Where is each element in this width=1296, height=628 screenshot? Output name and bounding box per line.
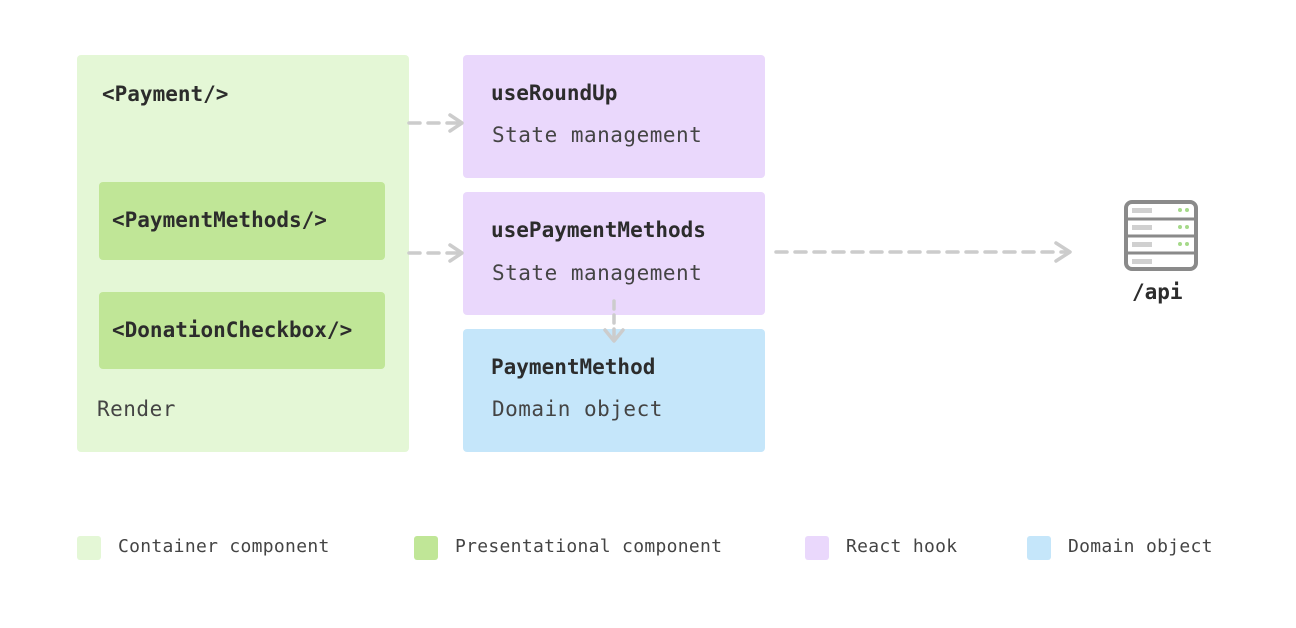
payment-methods-title: <PaymentMethods/> bbox=[112, 208, 327, 232]
donation-checkbox-title: <DonationCheckbox/> bbox=[112, 318, 353, 342]
payment-component-title: <Payment/> bbox=[102, 82, 229, 106]
arrowhead-use-payment-methods bbox=[448, 243, 464, 263]
payment-method-title: PaymentMethod bbox=[491, 355, 656, 379]
arrowhead-api bbox=[1054, 241, 1072, 263]
use-round-up-description: State management bbox=[492, 123, 703, 147]
api-server: /api bbox=[1118, 198, 1200, 308]
use-payment-methods-description: State management bbox=[492, 261, 703, 285]
arrowhead-use-round-up bbox=[448, 113, 464, 133]
api-label: /api bbox=[1132, 280, 1183, 304]
legend-swatch-container bbox=[77, 536, 101, 560]
legend-swatch-react-hook bbox=[805, 536, 829, 560]
render-label: Render bbox=[97, 397, 176, 421]
payment-method-box: PaymentMethod Domain object bbox=[463, 329, 765, 452]
legend-swatch-presentational bbox=[414, 536, 438, 560]
legend-swatch-domain-object bbox=[1027, 536, 1051, 560]
server-icon bbox=[1124, 200, 1198, 271]
use-round-up-title: useRoundUp bbox=[491, 81, 618, 105]
legend-label-container: Container component bbox=[118, 536, 330, 557]
donation-checkbox-box: <DonationCheckbox/> bbox=[99, 292, 385, 369]
legend-label-presentational: Presentational component bbox=[455, 536, 723, 557]
payment-method-description: Domain object bbox=[492, 397, 663, 421]
payment-methods-box: <PaymentMethods/> bbox=[99, 182, 385, 260]
use-payment-methods-title: usePaymentMethods bbox=[491, 218, 706, 242]
legend-label-domain-object: Domain object bbox=[1068, 536, 1213, 557]
use-round-up-box: useRoundUp State management bbox=[463, 55, 765, 178]
legend-label-react-hook: React hook bbox=[846, 536, 958, 557]
arrowhead-domain bbox=[603, 328, 625, 343]
use-payment-methods-box: usePaymentMethods State management bbox=[463, 192, 765, 315]
